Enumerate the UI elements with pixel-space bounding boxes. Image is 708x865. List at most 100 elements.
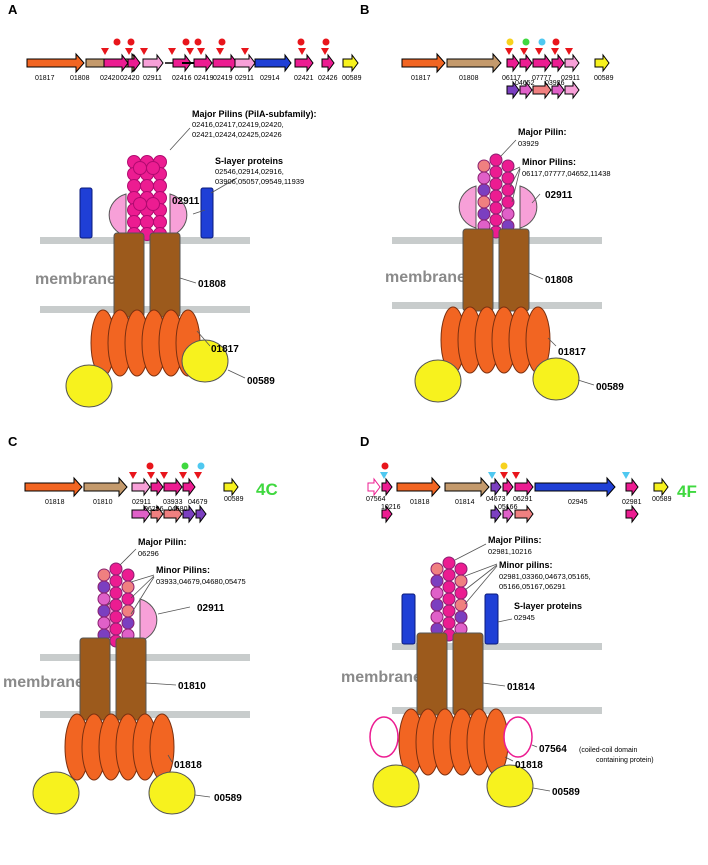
secretin-left <box>458 185 477 229</box>
coiled-coil-note: containing protein) <box>596 757 654 764</box>
pilus-filament <box>97 562 135 648</box>
gene-label: 02421 <box>294 75 314 82</box>
atpase-label: 01817 <box>558 347 586 358</box>
platform-protein <box>115 637 147 721</box>
gene-label: 01814 <box>455 499 475 506</box>
accessory-label: 00589 <box>247 376 275 387</box>
accessory-label: 00589 <box>214 793 242 804</box>
major-pilins-title: Major Pilins: <box>488 535 542 545</box>
minor-pilins-title: Minor Pilins: <box>156 565 210 575</box>
platform-protein <box>462 228 494 312</box>
minor-pilins-ids: 05166,05167,06291 <box>499 582 566 591</box>
gene-arrow <box>514 504 534 524</box>
secretin-label: 02911 <box>172 196 200 207</box>
gene-label: 00589 <box>594 75 614 82</box>
gene-label: 06291 <box>513 496 533 503</box>
gene-arrow <box>506 80 520 100</box>
gene-arrow <box>150 504 164 524</box>
gene-arrow <box>534 476 616 498</box>
gene-label: 02911 <box>561 75 580 82</box>
gene-arrow <box>381 477 393 497</box>
platform-protein <box>79 637 111 721</box>
coiled-coil-protein <box>503 716 533 758</box>
gene-label: 01817 <box>411 75 431 82</box>
gene-label: 05166 <box>498 504 518 511</box>
gene-label: 06296 <box>144 506 164 513</box>
panel-c-tag: 4C <box>256 480 278 499</box>
gene-arrow <box>564 53 580 73</box>
atpase-label: 01817 <box>211 344 239 355</box>
gene-label: 04652 <box>515 80 535 87</box>
gene-label: 01808 <box>70 75 90 82</box>
gene-cluster-d: 07564 10216 01818 01814 04673 06291 0294… <box>366 462 672 524</box>
gene-arrow <box>594 53 610 73</box>
gene-arrow <box>83 476 128 498</box>
panel-c: C 4C 01818 01810 <box>3 434 278 815</box>
gene-arrow <box>234 53 256 73</box>
s-layer-title: S-layer proteins <box>514 601 582 611</box>
s-layer-ids: 03906,05057,09549,11939 <box>215 177 304 186</box>
s-layer-title: S-layer proteins <box>215 156 283 166</box>
gene-arrow <box>193 53 213 73</box>
accessory-protein <box>414 359 462 403</box>
panel-d-tag: 4F <box>677 482 697 501</box>
gene-label: 06117 <box>502 75 521 82</box>
accessory-protein <box>65 364 113 408</box>
gene-label: 10216 <box>381 504 401 511</box>
panel-d: D 4F 07564 <box>341 434 697 808</box>
gene-label: 02945 <box>568 499 588 506</box>
gene-label: 02911 <box>143 75 162 82</box>
gene-arrow <box>502 504 514 524</box>
secretin-label: 02911 <box>197 603 225 614</box>
panel-a-letter: A <box>8 2 18 17</box>
pilus-filament <box>430 556 468 642</box>
platform-protein <box>498 228 530 312</box>
atpase <box>398 708 509 776</box>
secretin-right <box>139 598 158 642</box>
s-layer-protein <box>200 187 214 239</box>
membrane-label: membrane <box>341 669 422 686</box>
s-layer-protein <box>484 593 499 645</box>
coiled-coil-note: (coiled-coil domain <box>579 747 637 754</box>
platform-label: 01810 <box>178 681 206 692</box>
major-pilin-ids: 06296 <box>138 549 159 558</box>
gene-label: 02911 <box>132 499 151 506</box>
gene-label: 01817 <box>35 75 55 82</box>
gene-label: 04673 <box>486 496 506 503</box>
gene-label: 02911 <box>235 75 254 82</box>
gene-label: 03933 <box>163 499 183 506</box>
accessory-protein <box>486 764 534 808</box>
gene-arrow <box>294 53 314 73</box>
gene-arrow <box>127 53 141 73</box>
gene-arrow <box>551 80 565 100</box>
gene-arrow <box>381 504 393 524</box>
gene-label: 00589 <box>224 496 244 503</box>
gene-cluster-b: 01817 01808 06117 04652 07777 03926 0291… <box>401 38 614 100</box>
gene-arrow <box>254 53 292 73</box>
gene-arrow <box>212 53 238 73</box>
membrane-label: membrane <box>385 269 466 286</box>
platform-label: 01808 <box>198 279 226 290</box>
platform-protein <box>113 232 145 318</box>
gene-label: 04679 <box>188 499 208 506</box>
outer-membrane <box>392 237 602 244</box>
gene-cluster-a: 01817 01808 02420 02420 02911 02416 0241… <box>26 38 362 82</box>
gene-label: 07564 <box>366 496 386 503</box>
gene-label: 01808 <box>459 75 479 82</box>
gene-arrow <box>131 504 151 524</box>
membrane-label: membrane <box>3 674 84 691</box>
gene-arrow <box>182 504 196 524</box>
pilus-filament <box>127 155 167 241</box>
gene-arrow <box>24 476 83 498</box>
minor-pilins-ids: 02981,03360,04673,05165, <box>499 572 591 581</box>
gene-label: 03926 <box>545 80 565 87</box>
gene-arrow <box>502 477 514 497</box>
coiled-coil-label: 07564 <box>539 744 567 755</box>
gene-arrow <box>446 52 502 74</box>
major-pilin-title: Major Pilin: <box>138 537 187 547</box>
gene-arrow <box>625 477 639 497</box>
major-pilins-title: Major Pilins (PilA-subfamily): <box>192 109 317 119</box>
inner-membrane <box>40 306 250 313</box>
gene-arrow <box>223 477 239 497</box>
